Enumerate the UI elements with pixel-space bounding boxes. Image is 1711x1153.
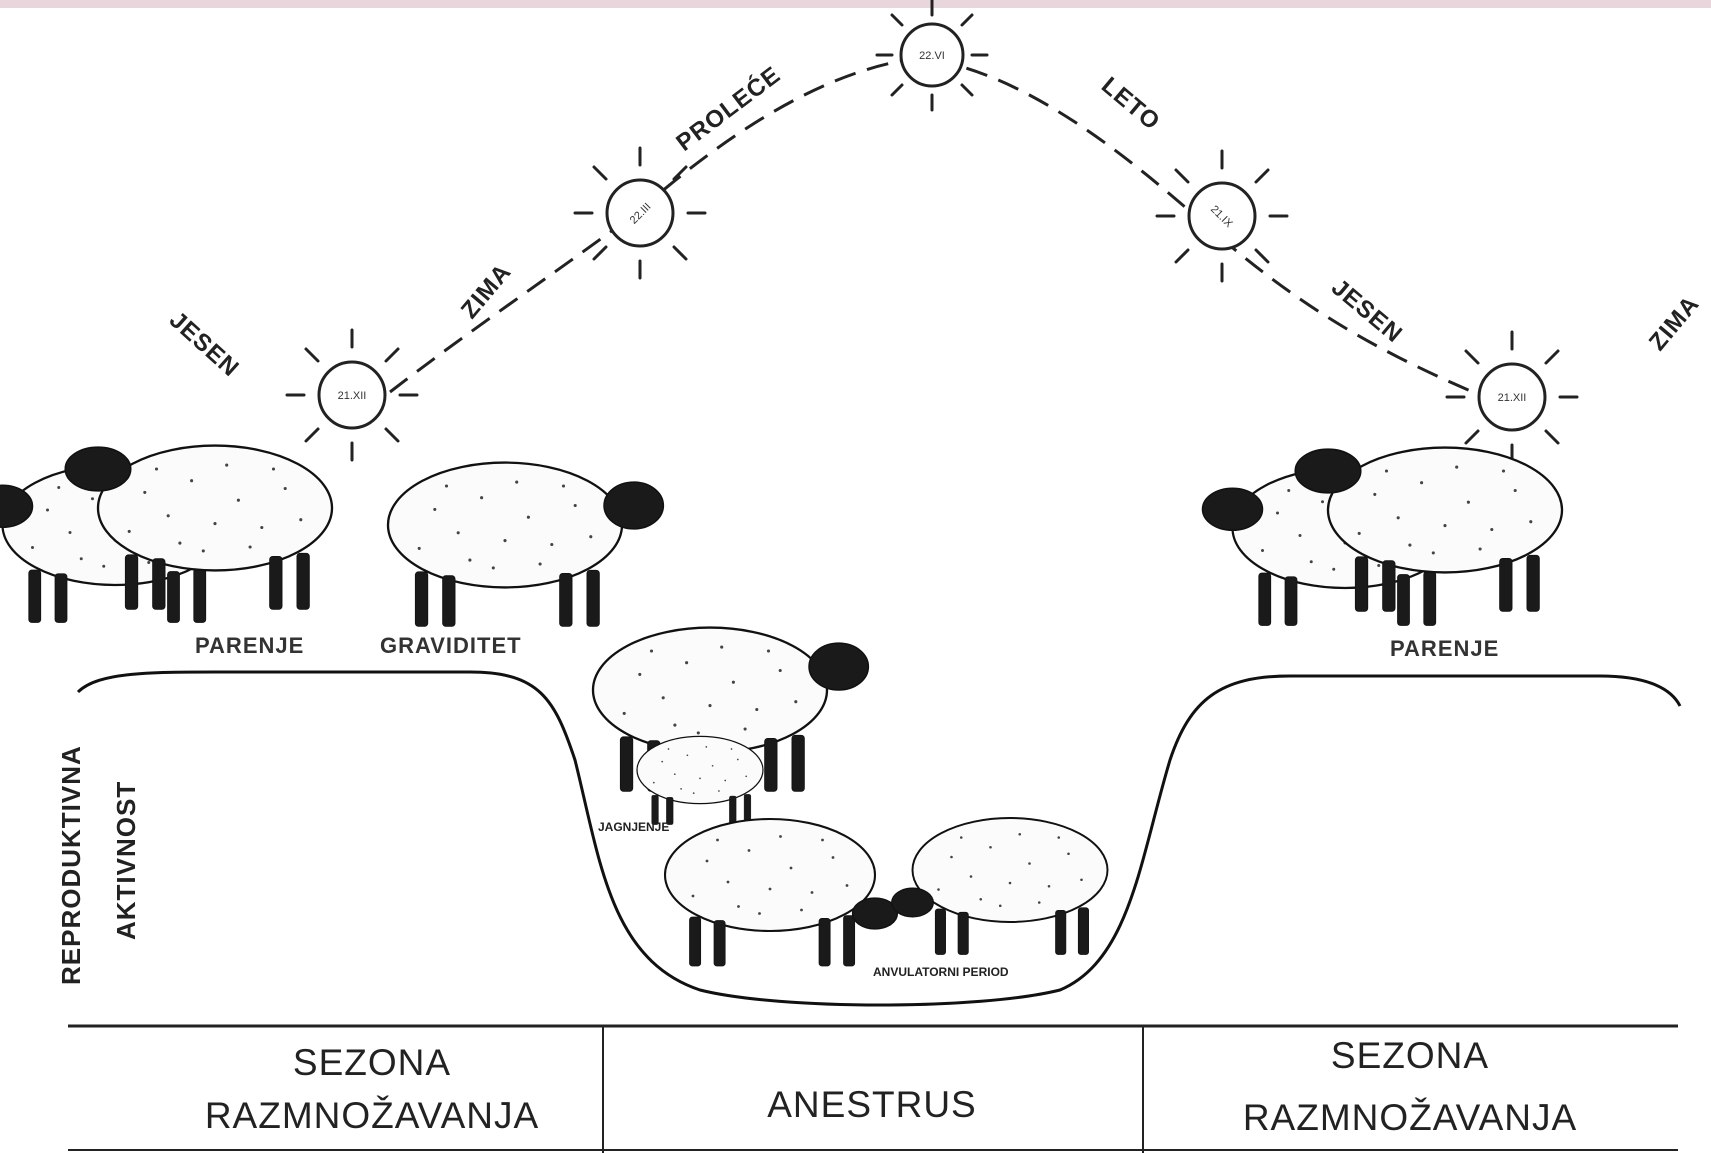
sun-icon-winter-solstice-left: 21.XII (287, 330, 417, 460)
grazing-sheep-right (892, 818, 1108, 955)
reproductive-activity-curve (78, 672, 1680, 1005)
grazing-sheep-left (665, 819, 897, 966)
table-left-line2: RAZMNOŽAVANJA (205, 1095, 539, 1136)
season-winter-right: ZIMA (1644, 291, 1705, 356)
axis-label: REPRODUKTIVNA AKTIVNOST (56, 745, 141, 985)
mating-sheep-right (1203, 448, 1563, 626)
sun-date-label: 21.XII (338, 390, 367, 402)
season-winter-left: ZIMA (456, 259, 517, 324)
sun-icon-winter-solstice-right: 21.XII (1447, 332, 1577, 462)
season-spring: PROLEĆE (671, 60, 786, 156)
season-table: SEZONA RAZMNOŽAVANJA ANESTRUS SEZONA RAZ… (68, 1026, 1678, 1153)
season-autumn-left: JESEN (164, 306, 244, 382)
season-labels: JESEN ZIMA PROLEĆE LETO JESEN ZIMA (164, 60, 1705, 382)
sun-icon-spring-equinox: 22.III (575, 148, 705, 278)
stage-mating-right: PARENJE (1390, 636, 1499, 661)
axis-label-line2: AKTIVNOST (111, 781, 141, 940)
table-middle: ANESTRUS (767, 1084, 976, 1125)
stage-mating-left: PARENJE (195, 633, 304, 658)
mating-sheep-left (0, 446, 332, 623)
stage-lambing: JAGNJENJE (598, 820, 669, 834)
table-right-line1: SEZONA (1331, 1035, 1489, 1076)
sun-path (390, 58, 1480, 395)
lambing-ewe-with-lamb (593, 628, 868, 825)
table-left-line1: SEZONA (293, 1042, 451, 1083)
axis-label-line1: REPRODUKTIVNA (56, 745, 86, 985)
sun-icon-autumn-equinox: 21.IX (1157, 151, 1287, 281)
table-right-line2: RAZMNOŽAVANJA (1243, 1097, 1577, 1138)
season-autumn-right: JESEN (1326, 274, 1407, 348)
stage-pregnancy: GRAVIDITET (380, 633, 522, 658)
sun-date-label: 22.VI (919, 50, 945, 62)
sun-date-label: 21.XII (1498, 392, 1527, 404)
sun-icon-summer-solstice: 22.VI (877, 0, 987, 110)
top-border (0, 0, 1711, 8)
stage-anovulatory: ANVULATORNI PERIOD (873, 965, 1009, 979)
pregnant-sheep (388, 463, 663, 627)
season-summer: LETO (1096, 72, 1165, 136)
